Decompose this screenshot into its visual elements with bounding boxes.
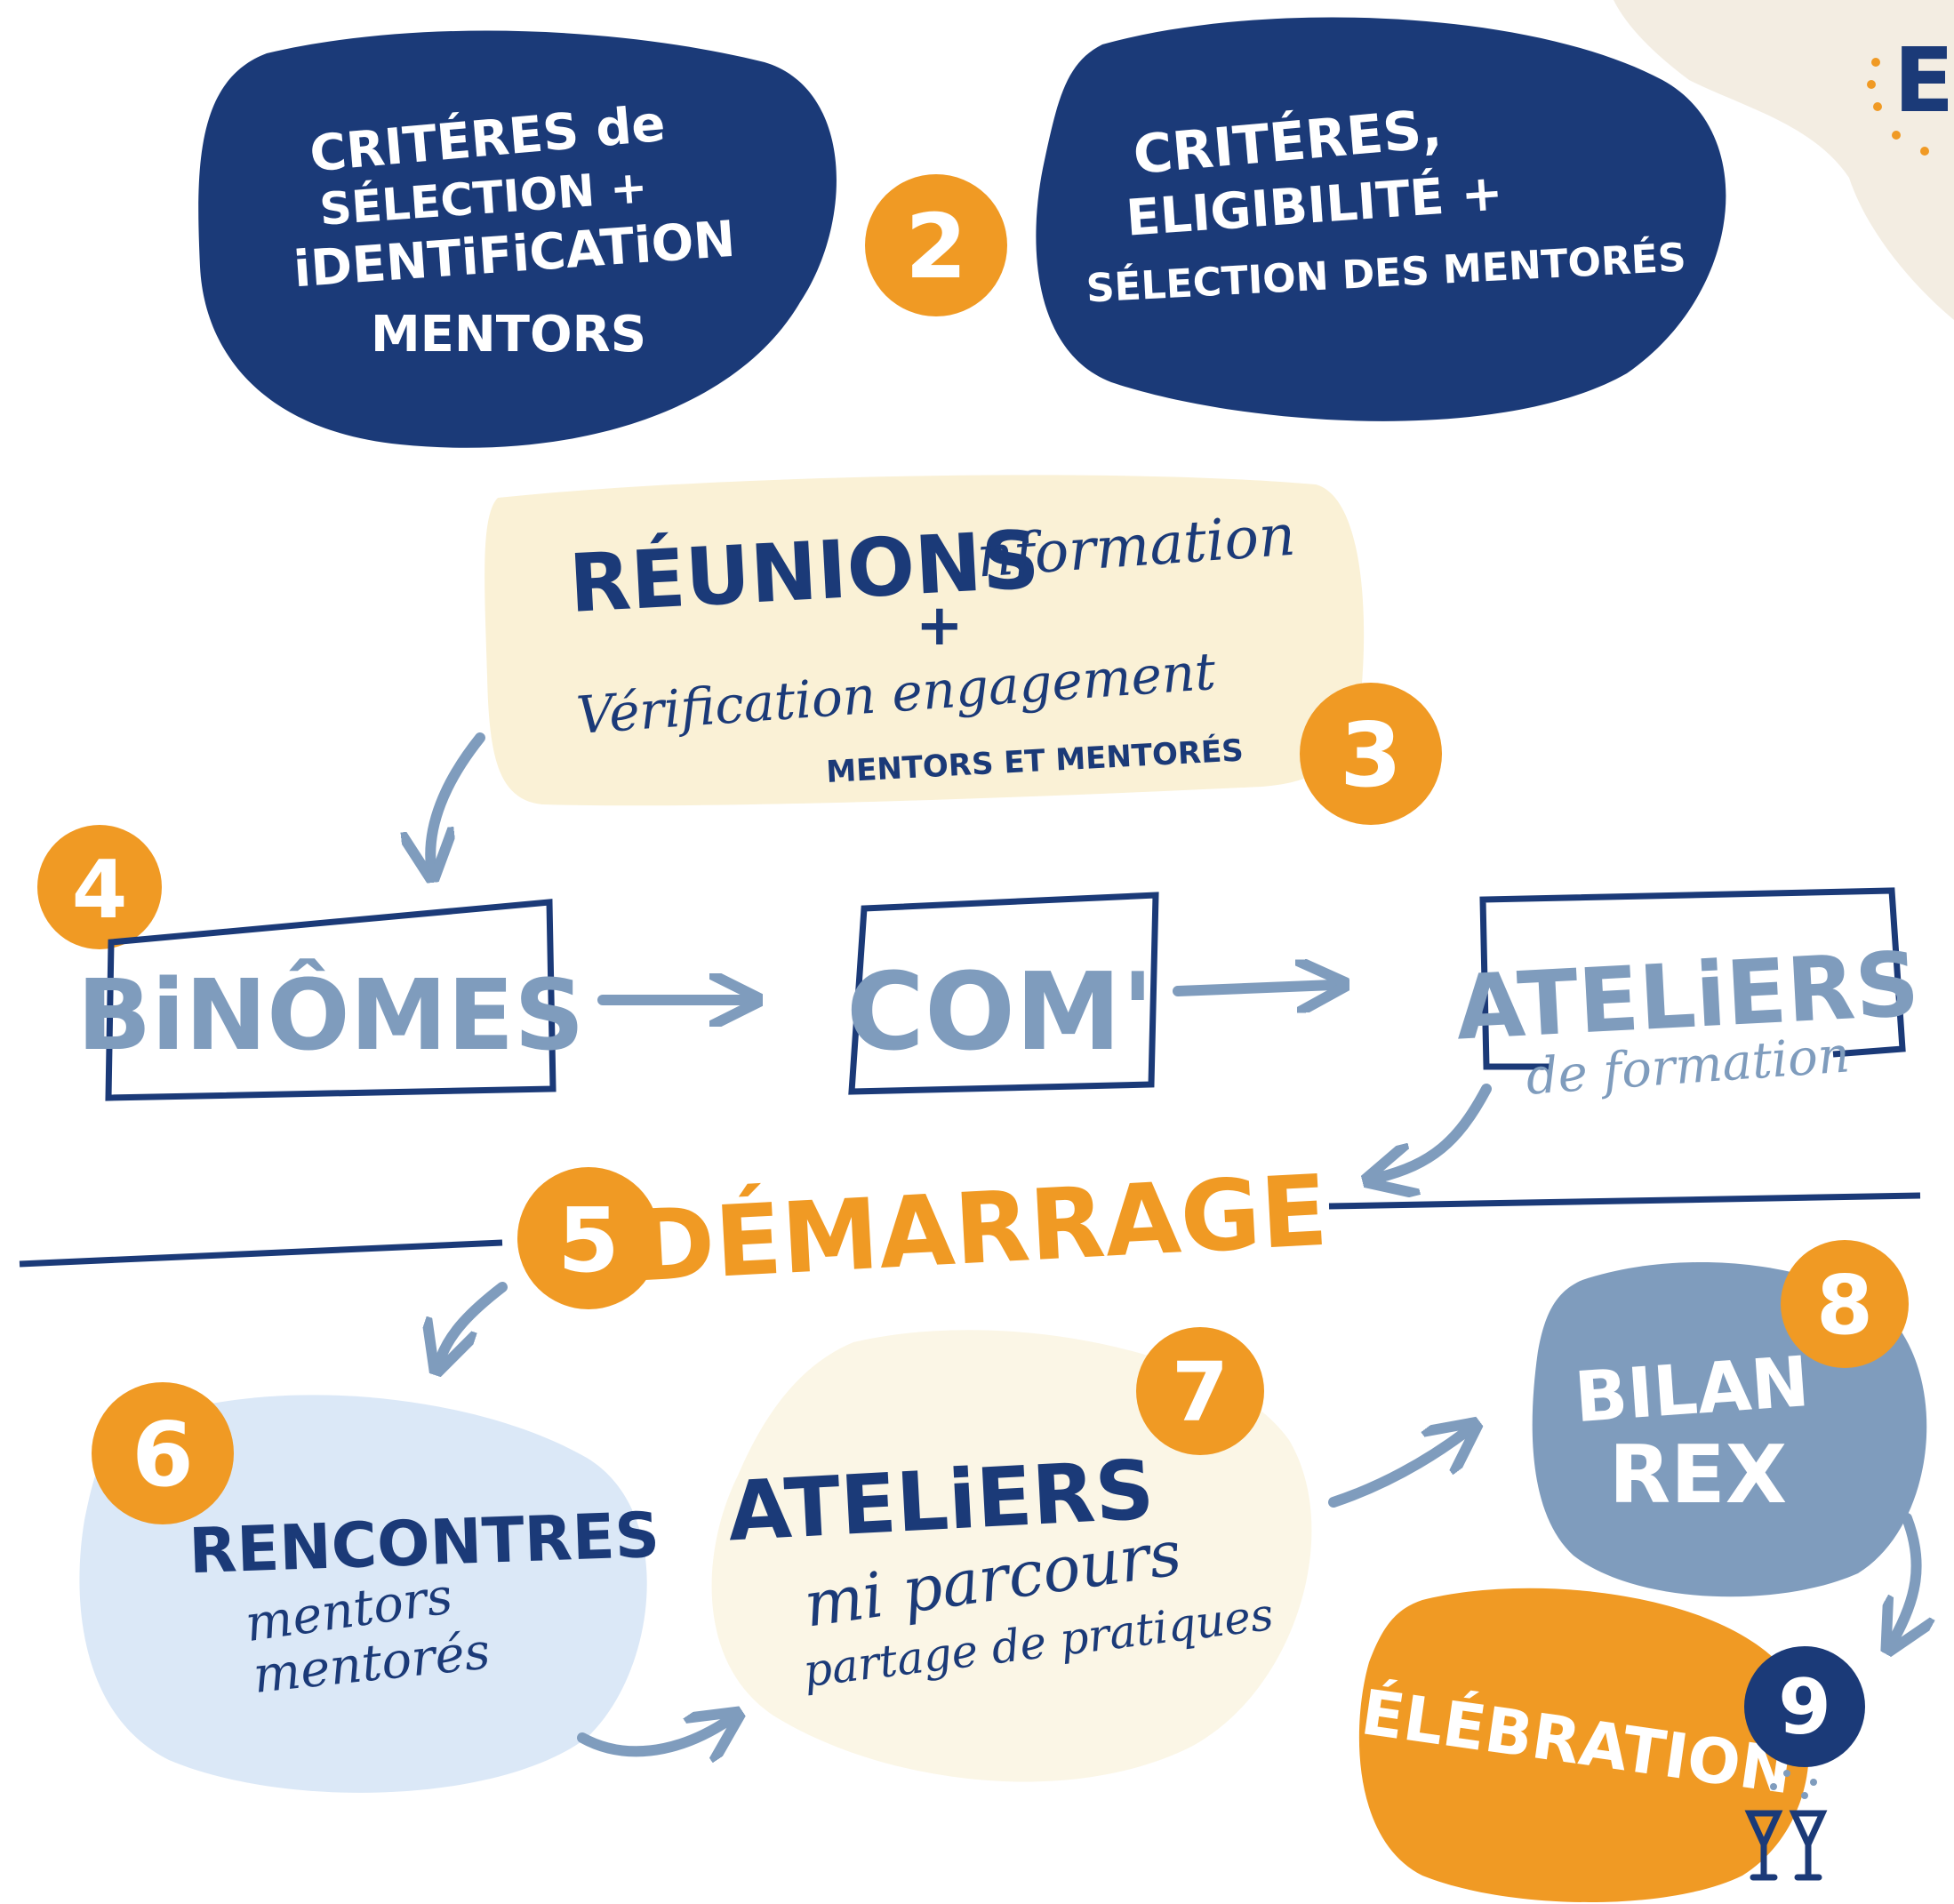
step-7-title: ATELiERS <box>725 1443 1157 1560</box>
step-9-celebration: CÉLÉBRATION 9 <box>1312 1588 1865 1902</box>
demarrage-label: DÉMARRAGE <box>631 1153 1331 1304</box>
step-7-ateliers-mi-parcours: 7 ATELiERS mi parcours partage de pratiq… <box>711 1327 1312 1782</box>
step-8-line-1: BILAN <box>1572 1342 1811 1438</box>
step-7-blob <box>711 1330 1312 1782</box>
step-1-selection-mentors: CRITÉRES de SÉLECTION + iDENTiFiCATiON M… <box>198 30 837 448</box>
step-3-badge-circle <box>1300 683 1442 825</box>
step-3-plus: + <box>916 593 964 659</box>
binomes-label: BiNÔMES <box>77 958 585 1072</box>
step-6-number: 6 <box>132 1403 194 1507</box>
champagne-glasses-icon <box>1744 1770 1828 1881</box>
arrow-ateliers-mi-parcours-to-bilan <box>1328 1431 1467 1508</box>
step-3-number: 3 <box>1340 703 1402 807</box>
step-5-badge-circle <box>517 1167 660 1309</box>
step-2-badge-circle <box>865 174 1007 316</box>
step-9-blob <box>1358 1588 1809 1902</box>
step-2-badge: 2 <box>865 174 1007 316</box>
step-9-badge-circle <box>1744 1646 1865 1767</box>
step-1-line-4: MENTORS <box>371 306 646 364</box>
arrow-demarrage-to-rencontres <box>440 1282 508 1360</box>
com-box <box>848 892 1159 1095</box>
step-2-blob <box>1036 17 1726 421</box>
step-6-blob <box>79 1395 647 1793</box>
step-8-line-2: REX <box>1609 1428 1787 1522</box>
step-9-number: 9 <box>1778 1663 1831 1752</box>
step-4-badge-circle <box>37 825 162 949</box>
corner-logo-blob <box>1614 0 1954 320</box>
step-4-binomes: BiNÔMES <box>77 899 585 1101</box>
step-2-eligibilite-mentores: CRITÉRES, ELIGIBILITÉ + SÉLECTION DES ME… <box>1036 17 1726 421</box>
corner-logo: E <box>1614 0 1954 320</box>
binomes-box <box>105 899 557 1101</box>
com-label: COM' <box>846 951 1154 1075</box>
step-7-number: 7 <box>1172 1345 1229 1440</box>
step-3-card <box>484 475 1365 806</box>
ateliers-formation-step: ATELiERS de formation <box>1453 887 1922 1107</box>
demarrage-line-right <box>1328 1192 1921 1210</box>
step-8-number: 8 <box>1816 1258 1873 1353</box>
ateliers-formation-title: ATELiERS <box>1453 932 1922 1060</box>
step-8-bilan-rex: 8 BILAN REX <box>1532 1240 1927 1597</box>
step-4-badge: 4 <box>37 825 162 949</box>
step-1-blob <box>198 30 837 448</box>
step-2-number: 2 <box>905 195 967 299</box>
demarrage-line-left <box>19 1239 503 1268</box>
step-6-rencontres: 6 RENCONTRES mentors mentorés <box>79 1382 661 1793</box>
arrow-ateliers-to-demarrage <box>1378 1084 1492 1178</box>
com-step: COM' <box>846 892 1159 1095</box>
step-6-title: RENCONTRES <box>188 1499 661 1588</box>
step-6-badge-circle <box>92 1382 234 1524</box>
step-7-badge-circle <box>1136 1327 1264 1455</box>
step-3-badge: 3 <box>1300 683 1442 825</box>
step-8-badge-circle <box>1781 1240 1909 1368</box>
corner-logo-letter: E <box>1894 28 1954 132</box>
step-5-number: 5 <box>557 1188 620 1292</box>
ateliers-formation-box <box>1479 887 1906 1070</box>
arrow-rencontres-to-ateliers-mi-parcours <box>577 1720 729 1751</box>
step-3-reunions: RÉUNIONS information + Vérification enga… <box>484 475 1365 806</box>
arrow-reunions-to-binomes <box>430 732 485 867</box>
arrow-bilan-to-celebration <box>1894 1513 1917 1640</box>
arrow-com-to-ateliers <box>1173 985 1333 991</box>
step-4-number: 4 <box>72 844 128 937</box>
